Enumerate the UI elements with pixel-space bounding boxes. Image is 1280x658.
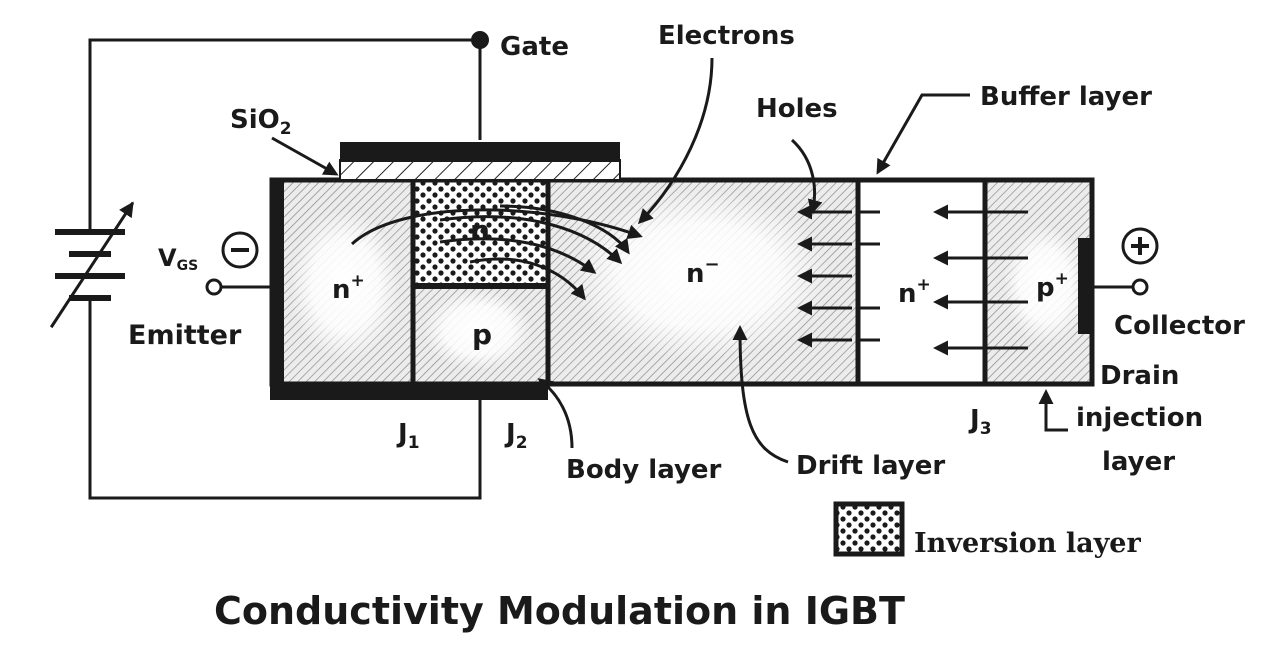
- gate-circuit-wire: [88, 38, 482, 500]
- gate-electrode: [340, 142, 620, 162]
- buffer-layer-label: Buffer layer: [980, 82, 1152, 112]
- injection-region-glow: [1003, 225, 1087, 345]
- buffer-main: n: [898, 279, 917, 309]
- vgs-sub: GS: [177, 258, 199, 274]
- j1-sub: 1: [408, 433, 420, 453]
- plus-sign-icon: [1121, 227, 1159, 265]
- drain-injection-label-3: layer: [1102, 447, 1175, 477]
- holes-label: Holes: [756, 94, 838, 124]
- buffer-n-plus-label: n+: [898, 275, 931, 309]
- channel-n-label: n: [470, 214, 490, 247]
- collector-label: Collector: [1114, 311, 1245, 341]
- electrons-label: Electrons: [658, 21, 795, 51]
- junction-j2-label: J2: [504, 419, 528, 453]
- drift-layer-label: Drift layer: [796, 451, 945, 481]
- emitter-contact-bottom: [270, 382, 548, 400]
- emitter-label: Emitter: [128, 320, 242, 351]
- emitter-n-plus-label: n+: [332, 271, 365, 305]
- emitter-terminal[interactable]: [205, 278, 223, 296]
- callout-arrows: [271, 57, 1068, 464]
- diagram-title: Conductivity Modulation in IGBT: [214, 589, 905, 633]
- body-layer-label: Body layer: [566, 455, 722, 485]
- body-p-label: p: [472, 318, 492, 351]
- drift-n-minus-label: n−: [686, 254, 720, 289]
- sio2-oxide-layer: [339, 159, 621, 181]
- electron-flow-arrows: [350, 204, 643, 301]
- collector-contact: [1078, 238, 1090, 334]
- j2-main: J: [504, 419, 516, 449]
- emitter-n-glow: [290, 210, 400, 360]
- sio2-sub: 2: [280, 119, 292, 139]
- sio2-main: SiO: [230, 105, 280, 135]
- emitter-n-sup: +: [351, 271, 365, 291]
- vgs-main: V: [158, 244, 177, 272]
- j1-main: J: [396, 419, 408, 449]
- variable-voltage-source: [49, 201, 135, 329]
- inversion-region: [413, 182, 548, 286]
- injection-p-plus-label: p+: [1036, 269, 1069, 303]
- inversion-legend-label: Inversion layer: [914, 528, 1141, 559]
- junction-j1-label: J1: [396, 419, 420, 453]
- j3-sub: 3: [980, 419, 992, 439]
- gate-label: Gate: [500, 32, 569, 62]
- hole-flow-arrows: [797, 204, 1028, 356]
- emitter-contact-left: [270, 180, 284, 398]
- junction-j3-label: J3: [968, 405, 992, 439]
- injection-sup: +: [1055, 269, 1069, 289]
- vgs-label: VGS: [158, 244, 198, 274]
- collector-terminal[interactable]: [1131, 278, 1149, 296]
- drain-injection-label-2: injection: [1076, 403, 1203, 433]
- gate-terminal-dot: [471, 31, 489, 49]
- drift-main: n: [686, 259, 705, 289]
- emitter-n-main: n: [332, 275, 351, 305]
- j3-main: J: [968, 405, 980, 435]
- sio2-label: SiO2: [230, 105, 292, 139]
- minus-sign-icon: [221, 231, 259, 269]
- drift-sup: −: [705, 254, 720, 275]
- injection-main: p: [1036, 273, 1055, 303]
- body-p-glow: [423, 290, 533, 370]
- j2-sub: 2: [516, 433, 528, 453]
- inversion-legend-swatch: [833, 501, 905, 557]
- drain-injection-label-1: Drain: [1100, 361, 1179, 391]
- buffer-sup: +: [917, 275, 931, 295]
